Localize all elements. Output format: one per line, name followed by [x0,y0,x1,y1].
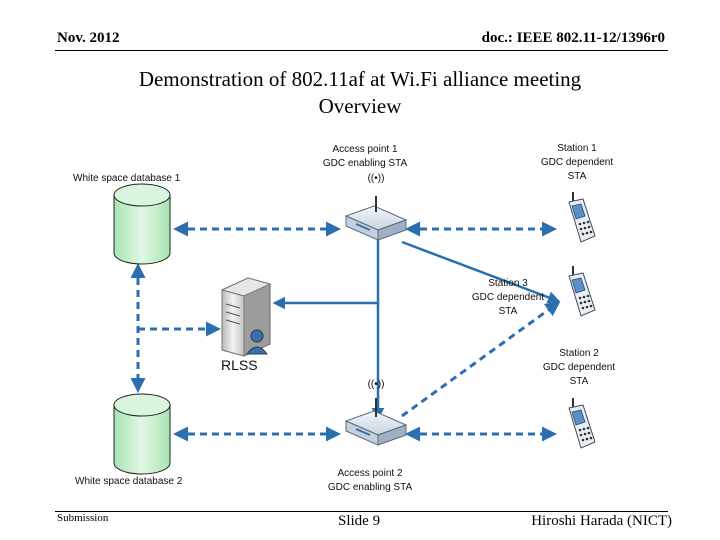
label-sta3-line-2: GDC dependent [471,292,545,303]
link-ap1-rlss [272,240,380,310]
station-3-phone-icon [568,266,596,317]
wireless-icon-ap1: ((•)) [367,173,385,184]
label-ap1-line-1: Access point 1 [332,144,398,155]
label-ap2-line-2: GDC enabling STA [327,482,413,493]
station-2-phone-icon [568,398,596,449]
label-sta1-line-3: STA [567,171,587,182]
link-ap1-sta3 [401,240,561,304]
label-sta2-line-3: STA [569,376,589,387]
link-ap2-sta3 [401,301,561,418]
footer-slide-number: Slide 9 [338,513,381,529]
header-date: Nov. 2012 [57,30,120,46]
label-sta1-line-1: Station 1 [557,143,597,154]
label-ap2: Access point 2 GDC enabling STA [305,467,435,495]
access-point-1-icon [344,196,408,241]
label-sta1-line-2: GDC dependent [540,157,614,168]
label-db2: White space database 2 [75,476,183,487]
access-point-2-icon [344,398,408,446]
database-1-icon [113,183,171,265]
label-db1: White space database 1 [73,173,181,184]
label-sta3-line-3: STA [498,306,518,317]
footer-rule [55,511,668,512]
label-ap1-line-2: GDC enabling STA [322,158,408,169]
title-line-1: Demonstration of 802.11af at Wi.Fi allia… [138,67,582,91]
label-sta2: Station 2 GDC dependent STA [529,347,629,389]
page-title: Demonstration of 802.11af at Wi.Fi allia… [0,66,720,120]
station-1-phone-icon [568,192,596,243]
label-ap2-line-1: Access point 2 [337,468,403,479]
wireless-icon-ap2: ((•)) [367,379,385,390]
footer-submission: Submission [57,512,109,524]
label-sta2-line-2: GDC dependent [542,362,616,373]
database-2-icon [113,393,171,475]
label-sta1: Station 1 GDC dependent STA [527,142,627,184]
solid-links [272,240,561,421]
server-icon [220,277,272,357]
header-doc-id: doc.: IEEE 802.11-12/1396r0 [481,30,665,46]
label-rlss: RLSS [221,357,258,373]
label-ap1: Access point 1 GDC enabling STA [300,143,430,171]
footer-author: Hiroshi Harada (NICT) [531,513,672,529]
label-sta3: Station 3 GDC dependent STA [458,277,558,319]
header-rule [55,50,668,51]
label-sta2-line-1: Station 2 [559,348,599,359]
dashed-links [130,221,561,442]
title-line-2: Overview [318,94,402,118]
label-sta3-line-1: Station 3 [488,278,528,289]
